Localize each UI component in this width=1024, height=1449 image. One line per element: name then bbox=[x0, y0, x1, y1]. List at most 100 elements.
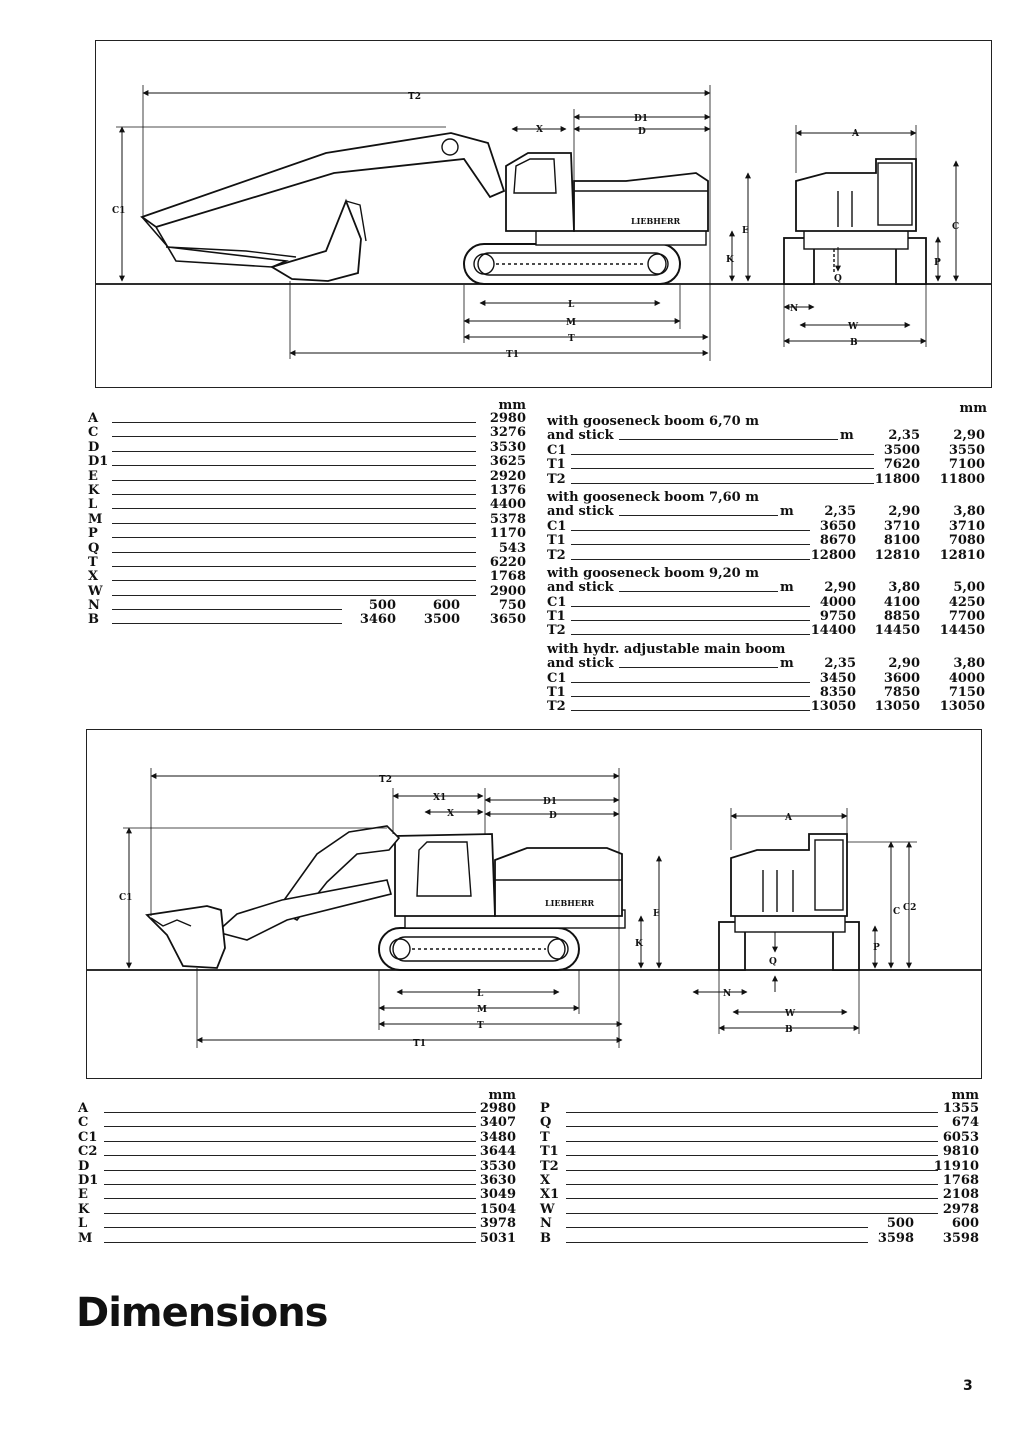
leader-line bbox=[112, 450, 476, 452]
dim-label-c: C bbox=[952, 222, 959, 232]
row-value: 3710 bbox=[883, 518, 920, 534]
leader-line bbox=[112, 436, 476, 438]
brand-logo-text: LIEBHERR bbox=[631, 216, 681, 226]
row-label: T2 bbox=[547, 471, 566, 487]
row-value: 9750 bbox=[819, 609, 856, 625]
row-value: 12810 bbox=[874, 547, 920, 563]
leader-line bbox=[571, 634, 810, 636]
row-label: C bbox=[78, 1115, 89, 1131]
stick-label: and stick bbox=[547, 428, 614, 444]
boom-heading-text: with hydr. adjustable main boom bbox=[547, 641, 786, 657]
table3-unit-mm: mm bbox=[488, 1088, 516, 1103]
row-label: A bbox=[78, 1101, 89, 1116]
stick-unit: m bbox=[780, 504, 794, 520]
backhoe-drawing-svg: T2 D1 X D C1 E K L M T T1 A C P Q N W B … bbox=[96, 85, 991, 361]
dim2-label-d: D bbox=[549, 811, 557, 821]
leader-line bbox=[104, 1198, 476, 1200]
dim2-label-e: E bbox=[653, 909, 660, 919]
leader-line bbox=[571, 529, 810, 531]
leader-line bbox=[112, 623, 342, 625]
row-label: W bbox=[88, 583, 103, 599]
leader-line bbox=[619, 667, 778, 669]
stick-length-value: 5,00 bbox=[953, 580, 985, 596]
row-label: D bbox=[88, 439, 100, 455]
leader-line bbox=[566, 1183, 938, 1185]
dim2-label-c1: C1 bbox=[119, 893, 132, 903]
row-value: 500 bbox=[368, 598, 396, 614]
dim-label-x: X bbox=[536, 125, 543, 135]
leader-line bbox=[112, 609, 342, 611]
leader-line bbox=[566, 1126, 938, 1128]
row-value: 7150 bbox=[948, 685, 985, 701]
boom-group-heading: with hydr. adjustable main boom bbox=[547, 641, 987, 657]
row-label: C2 bbox=[78, 1144, 98, 1160]
stick-length-value: 2,35 bbox=[824, 656, 856, 672]
row-label: T1 bbox=[547, 457, 566, 473]
row-value: 7100 bbox=[948, 457, 985, 473]
leader-line bbox=[112, 594, 476, 596]
dim-label-e: E bbox=[742, 226, 749, 236]
leader-line bbox=[112, 565, 476, 567]
stick-unit: m bbox=[840, 428, 854, 444]
boom-group-heading: with gooseneck boom 9,20 m bbox=[547, 566, 987, 581]
dim2-label-c2: C2 bbox=[903, 903, 916, 913]
dim2-label-k: K bbox=[635, 939, 644, 949]
row-value: 600 bbox=[432, 598, 460, 614]
leader-line bbox=[112, 537, 476, 539]
leader-line bbox=[112, 465, 476, 467]
leader-line bbox=[112, 422, 476, 423]
row-value: 7080 bbox=[948, 533, 985, 549]
row-label: T2 bbox=[547, 699, 566, 715]
drawing-backhoe-dimensions: T2 D1 X D C1 E K L M T T1 A C P Q N W B … bbox=[95, 40, 992, 388]
row-label: C1 bbox=[547, 518, 567, 534]
row-label: C1 bbox=[78, 1129, 98, 1145]
leader-line bbox=[566, 1140, 938, 1142]
row-value: 3500 bbox=[423, 612, 460, 628]
row-value: 14450 bbox=[939, 623, 985, 639]
leader-line bbox=[571, 620, 810, 622]
row-value: 4000 bbox=[819, 594, 856, 610]
boom-group-heading: with gooseneck boom 7,60 m bbox=[547, 489, 987, 505]
dim-label-b: B bbox=[850, 338, 858, 348]
dim-label-c1: C1 bbox=[112, 206, 125, 216]
row-value: 2980 bbox=[489, 411, 526, 426]
leader-line bbox=[566, 1155, 938, 1157]
row-label: Q bbox=[540, 1115, 552, 1131]
row-label: E bbox=[78, 1187, 88, 1203]
row-label: N bbox=[88, 598, 100, 614]
boom-heading-text: with gooseneck boom 7,60 m bbox=[547, 489, 759, 505]
dim-label-t2: T2 bbox=[408, 92, 421, 102]
row-label: T1 bbox=[547, 533, 566, 549]
stick-length-value: 3,80 bbox=[953, 656, 985, 672]
row-label: T2 bbox=[547, 547, 566, 563]
dim2-label-q: Q bbox=[769, 957, 777, 967]
row-label: D bbox=[78, 1158, 90, 1174]
row-value: 5378 bbox=[489, 511, 526, 527]
row-label: B bbox=[88, 612, 99, 628]
row-value: 6220 bbox=[489, 554, 526, 570]
dim-label-k: K bbox=[726, 255, 735, 265]
row-value: 600 bbox=[951, 1216, 979, 1232]
row-value: 12810 bbox=[939, 547, 985, 563]
row-value: 3500 bbox=[883, 442, 920, 458]
leader-line bbox=[566, 1112, 938, 1113]
dim-label-t: T bbox=[568, 334, 575, 344]
